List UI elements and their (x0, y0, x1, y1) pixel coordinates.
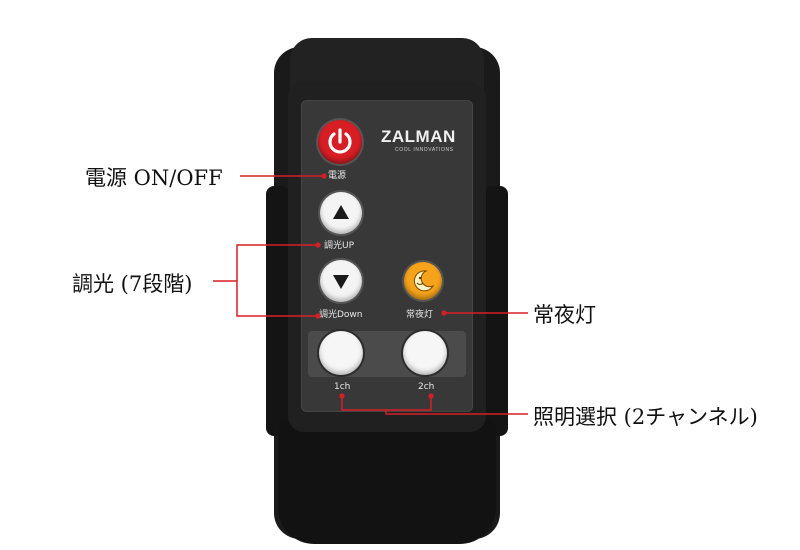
power-label: 電源 (328, 171, 347, 181)
power-icon (328, 128, 352, 154)
power-button[interactable] (318, 120, 362, 164)
channel-1-button[interactable] (319, 331, 363, 375)
power-callout: 電源 ON/OFF (85, 166, 223, 190)
dim-down-leader-dot (315, 313, 321, 319)
dim-down-button[interactable] (320, 260, 362, 302)
moon-face-icon (413, 270, 435, 292)
dim-up-button[interactable] (320, 192, 362, 234)
left-side-clamp (266, 186, 290, 436)
night-light-leader-dot (441, 310, 447, 316)
remote-bottom-base (278, 420, 496, 544)
channel-leader-line-2 (385, 410, 528, 415)
triangle-up-icon (333, 205, 349, 219)
dim-up-leader-dot (315, 242, 321, 248)
channel-2-label: 2ch (418, 382, 435, 392)
brand-tagline: COOL INNOVATIONS (395, 147, 454, 153)
night-light-button[interactable] (404, 262, 442, 300)
night-light-callout: 常夜灯 (533, 303, 596, 327)
channel-1-label: 1ch (334, 382, 351, 392)
dimming-callout: 調光 (7段階) (72, 272, 193, 296)
channel-callout: 照明選択 (2チャンネル) (533, 405, 758, 429)
dim-up-label: 調光UP (324, 241, 355, 251)
channel-2-leader-dot (428, 393, 434, 399)
power-leader-dot (321, 173, 327, 179)
channel-leader-line (341, 396, 432, 411)
right-side-clamp (484, 186, 508, 436)
night-light-label: 常夜灯 (406, 310, 434, 320)
dim-down-label: 調光Down (319, 310, 363, 320)
channel-1-leader-dot (339, 393, 345, 399)
triangle-down-icon (333, 275, 349, 289)
brand-logo: ZALMAN (381, 127, 456, 146)
channel-2-button[interactable] (403, 331, 447, 375)
dim-up-leader-line (236, 244, 318, 317)
